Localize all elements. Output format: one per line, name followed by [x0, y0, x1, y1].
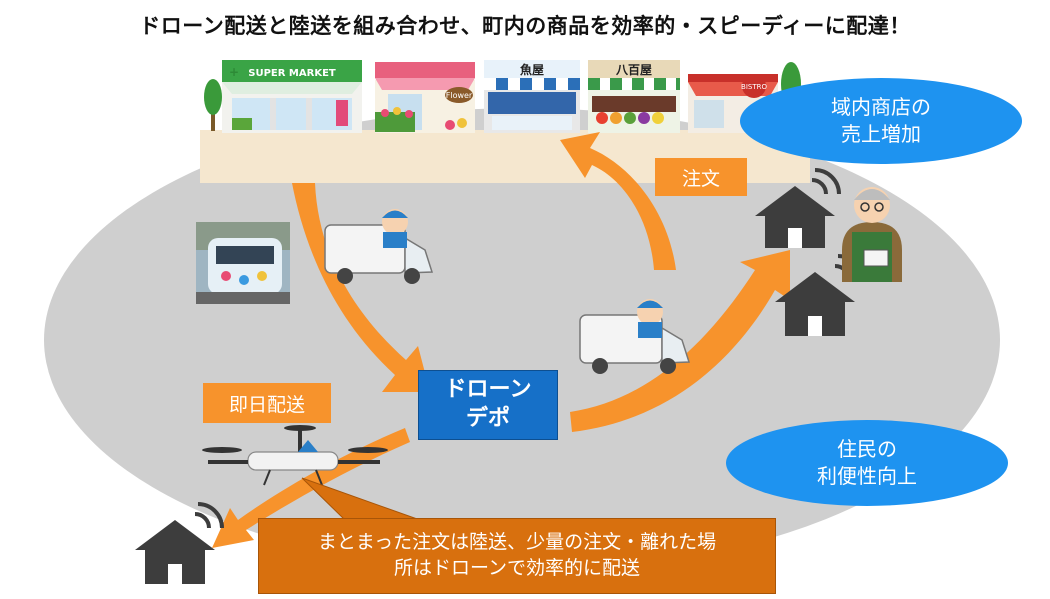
shop-sales-line1: 域内商店の	[831, 95, 931, 119]
same-day-delivery-text: 即日配送	[228, 393, 305, 416]
page-title: ドローン配送と陸送を組み合わせ、町内の商品を効率的・スピーディーに配達！	[139, 14, 911, 38]
depot-line1: ドローン	[444, 377, 532, 403]
order-label-text: 注文	[681, 167, 720, 190]
resident-person-icon	[842, 187, 902, 282]
depot-line2: デポ	[465, 406, 510, 431]
arrow-shops-to-depot	[292, 183, 430, 392]
resident-line1: 住民の	[837, 437, 897, 461]
drone-depot-box: ドローン デポ	[418, 370, 558, 440]
greengrocer-sign: 八百屋	[615, 63, 652, 77]
greengrocer-shop: 八百屋	[588, 60, 680, 133]
resident-line2: 利便性向上	[817, 464, 917, 488]
drone-icon	[202, 425, 388, 486]
svg-text:+: +	[229, 65, 239, 79]
delivery-method-callout: まとまった注文は陸送、少量の注文・離れた場 所はドローンで効率的に配送	[258, 518, 776, 594]
delivery-van-icon	[324, 209, 434, 284]
delivery-van-icon	[579, 299, 691, 374]
callout-line2: 所はドローンで効率的に配送	[393, 557, 641, 579]
shop-sales-line2: 売上増加	[841, 122, 921, 146]
supermarket-shop: SUPER MARKET +	[222, 60, 362, 133]
fish-shop: 魚屋	[484, 60, 580, 133]
resident-convenience-oval: 住民の 利便性向上	[726, 420, 1008, 506]
same-day-delivery-label: 即日配送	[203, 383, 331, 423]
arrow-order-to-shop	[560, 132, 676, 270]
flower-shop: Flower	[375, 62, 475, 133]
bistro-sign: BISTRO	[741, 83, 767, 91]
supermarket-sign: SUPER MARKET	[248, 68, 336, 79]
autonomous-bus-photo	[196, 222, 290, 304]
fish-sign: 魚屋	[520, 62, 544, 77]
order-label: 注文	[655, 158, 747, 196]
house-icon	[755, 168, 841, 248]
shop-sales-oval: 域内商店の 売上増加	[740, 78, 1022, 164]
house-icon	[135, 502, 224, 584]
arrow-depot-to-homes	[570, 250, 790, 432]
callout-line1: まとまった注文は陸送、少量の注文・離れた場	[317, 531, 717, 554]
flower-sign: Flower	[446, 91, 473, 100]
tree-icon	[204, 79, 222, 131]
